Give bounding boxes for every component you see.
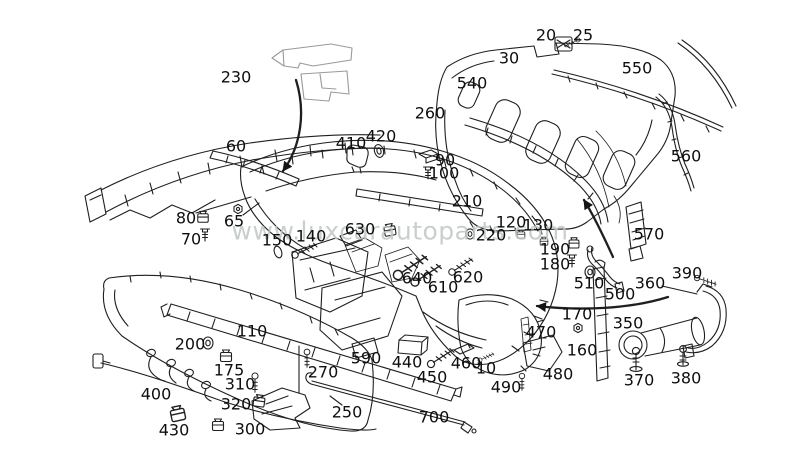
part-label-250: 250 bbox=[331, 402, 363, 422]
part-label-360: 360 bbox=[634, 273, 666, 293]
part-label-590: 590 bbox=[350, 348, 382, 368]
part-label-20: 20 bbox=[535, 25, 557, 45]
part-label-620: 620 bbox=[452, 267, 484, 287]
part-label-310: 310 bbox=[224, 374, 256, 394]
part-30-rear-body-panel bbox=[435, 42, 676, 236]
part-label-180: 180 bbox=[539, 254, 571, 274]
part-label-270: 270 bbox=[307, 362, 339, 382]
part-300-bracket bbox=[251, 387, 311, 431]
part-410-sensor bbox=[346, 144, 369, 174]
part-380-bolt bbox=[676, 345, 690, 367]
part-230-trunk-bracket bbox=[271, 43, 353, 102]
part-label-140: 140 bbox=[295, 226, 327, 246]
part-label-220: 220 bbox=[475, 225, 507, 245]
part-label-570: 570 bbox=[633, 224, 665, 244]
part-370-bolt bbox=[629, 346, 643, 372]
part-label-510: 510 bbox=[573, 273, 605, 293]
part-420-ring bbox=[373, 144, 385, 158]
part-160-rod-strip bbox=[592, 259, 611, 382]
arrow-fit-direction-right bbox=[582, 198, 615, 259]
part-label-320: 320 bbox=[220, 394, 252, 414]
part-440-control-module bbox=[397, 334, 429, 356]
part-label-560: 560 bbox=[670, 146, 702, 166]
part-label-60: 60 bbox=[225, 136, 247, 156]
part-label-65: 65 bbox=[223, 211, 245, 231]
leader-line-360 bbox=[661, 285, 698, 295]
part-bumper-fascia bbox=[239, 139, 559, 366]
inner-structure-detail bbox=[344, 237, 421, 283]
part-label-540: 540 bbox=[456, 73, 488, 93]
part-label-380: 380 bbox=[670, 368, 702, 388]
part-label-450: 450 bbox=[416, 367, 448, 387]
leader-line-250 bbox=[329, 395, 343, 406]
part-460-spacer bbox=[453, 343, 475, 355]
part-110-reinforcement-bar bbox=[160, 303, 463, 402]
part-label-260: 260 bbox=[414, 103, 446, 123]
arrow-install-direction-left bbox=[281, 78, 303, 173]
part-label-550: 550 bbox=[621, 58, 653, 78]
part-label-90: 90 bbox=[434, 150, 456, 170]
part-20-clip bbox=[554, 36, 573, 52]
part-label-430: 430 bbox=[158, 420, 190, 440]
part-360-exhaust-bracket bbox=[682, 283, 727, 359]
part-label-700: 700 bbox=[418, 407, 450, 427]
part-400-wiring-harness bbox=[92, 348, 377, 431]
part-label-610: 610 bbox=[427, 277, 459, 297]
part-label-210: 210 bbox=[451, 191, 483, 211]
part-label-640: 640 bbox=[401, 268, 433, 288]
part-label-10: 10 bbox=[475, 358, 497, 378]
part-label-420: 420 bbox=[365, 126, 397, 146]
part-590-mount-cluster bbox=[291, 229, 403, 359]
part-carrier-right-section bbox=[464, 117, 609, 225]
part-label-480: 480 bbox=[542, 364, 574, 384]
arrow-fit-direction-main bbox=[535, 295, 670, 313]
part-label-440: 440 bbox=[391, 352, 423, 372]
part-label-410: 410 bbox=[335, 133, 367, 153]
part-label-630: 630 bbox=[344, 219, 376, 239]
part-560-seal-strip bbox=[655, 93, 695, 192]
part-label-190: 190 bbox=[539, 239, 571, 259]
part-label-390: 390 bbox=[671, 263, 703, 283]
part-label-500: 500 bbox=[604, 284, 636, 304]
part-label-25: 25 bbox=[572, 25, 594, 45]
watermark: www.luxcarautoparts.com bbox=[231, 216, 569, 246]
part-label-30: 30 bbox=[498, 48, 520, 68]
part-label-460: 460 bbox=[450, 353, 482, 373]
part-label-100: 100 bbox=[428, 163, 460, 183]
part-label-160: 160 bbox=[566, 340, 598, 360]
part-550-trim-strip bbox=[551, 39, 737, 133]
part-label-370: 370 bbox=[623, 370, 655, 390]
part-250-lower-fascia bbox=[102, 271, 374, 432]
part-480-corner-bracket bbox=[522, 334, 563, 372]
part-label-150: 150 bbox=[261, 230, 293, 250]
part-label-170: 170 bbox=[561, 304, 593, 324]
part-60-trim-strip bbox=[209, 150, 300, 187]
part-label-200: 200 bbox=[174, 334, 206, 354]
part-label-80: 80 bbox=[175, 208, 197, 228]
part-210-chrome-strip bbox=[355, 188, 484, 217]
quarter-panel-context-lines bbox=[576, 130, 627, 224]
part-label-230: 230 bbox=[220, 67, 252, 87]
part-90-bracket bbox=[418, 149, 439, 164]
part-700-rod bbox=[305, 372, 477, 434]
part-150-grommet bbox=[273, 245, 283, 259]
part-500-bracket-arm bbox=[586, 245, 625, 294]
part-350-exhaust-tip bbox=[618, 316, 706, 360]
part-label-300: 300 bbox=[234, 419, 266, 439]
part-label-175: 175 bbox=[213, 360, 245, 380]
part-label-400: 400 bbox=[140, 384, 172, 404]
part-label-470: 470 bbox=[525, 322, 557, 342]
part-label-110: 110 bbox=[236, 321, 268, 341]
part-label-120: 120 bbox=[495, 212, 527, 232]
leader-lines-80-65 bbox=[195, 196, 260, 216]
part-label-70: 70 bbox=[180, 229, 202, 249]
part-label-130: 130 bbox=[522, 215, 554, 235]
part-label-350: 350 bbox=[612, 313, 644, 333]
part-570-bracket-slat bbox=[625, 201, 647, 262]
part-label-490: 490 bbox=[490, 377, 522, 397]
part-470-strip bbox=[520, 316, 533, 353]
